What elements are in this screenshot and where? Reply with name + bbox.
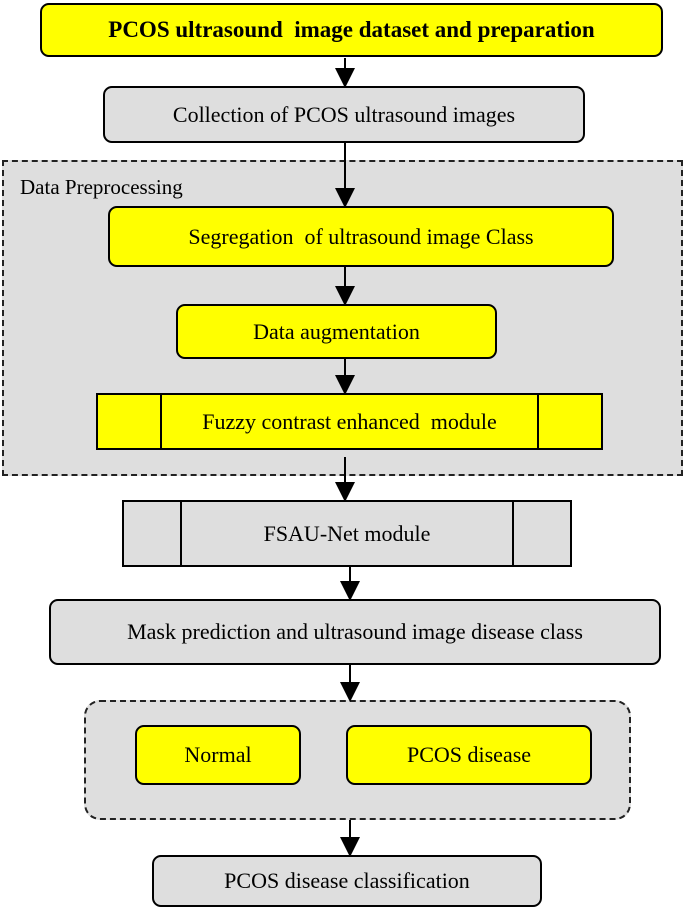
title-box: PCOS ultrasound image dataset and prepar… <box>40 3 663 57</box>
fuzzy-module-label: Fuzzy contrast enhanced module <box>202 408 497 434</box>
normal-class-box: Normal <box>135 725 301 785</box>
normal-class-label: Normal <box>184 742 252 767</box>
pcos-class-box: PCOS disease <box>346 725 592 785</box>
mask-prediction-box: Mask prediction and ultrasound image dis… <box>49 599 661 665</box>
data-preprocessing-label: Data Preprocessing <box>20 175 183 199</box>
pcos-class-label: PCOS disease <box>406 742 532 767</box>
collection-label: Collection of PCOS ultrasound images <box>172 101 516 127</box>
collection-box: Collection of PCOS ultrasound images <box>103 86 585 143</box>
augmentation-label: Data augmentation <box>253 318 420 344</box>
fsau-left-panel <box>124 502 182 565</box>
fsau-right-panel <box>512 502 570 565</box>
augmentation-box: Data augmentation <box>176 304 497 359</box>
title-label: PCOS ultrasound image dataset and prepar… <box>108 17 595 42</box>
fuzzy-module-right-panel <box>537 395 601 448</box>
segregation-label: Segregation of ultrasound image Class <box>188 223 534 249</box>
final-classification-label: PCOS disease classification <box>224 868 470 893</box>
fsau-net-module-box: FSAU-Net module <box>122 500 572 567</box>
final-classification-box: PCOS disease classification <box>152 855 542 907</box>
mask-prediction-label: Mask prediction and ultrasound image dis… <box>127 619 583 644</box>
segregation-box: Segregation of ultrasound image Class <box>108 206 614 267</box>
fuzzy-module-left-panel <box>98 395 162 448</box>
fsau-net-label: FSAU-Net module <box>263 520 431 546</box>
fuzzy-module-box: Fuzzy contrast enhanced module <box>96 393 603 450</box>
